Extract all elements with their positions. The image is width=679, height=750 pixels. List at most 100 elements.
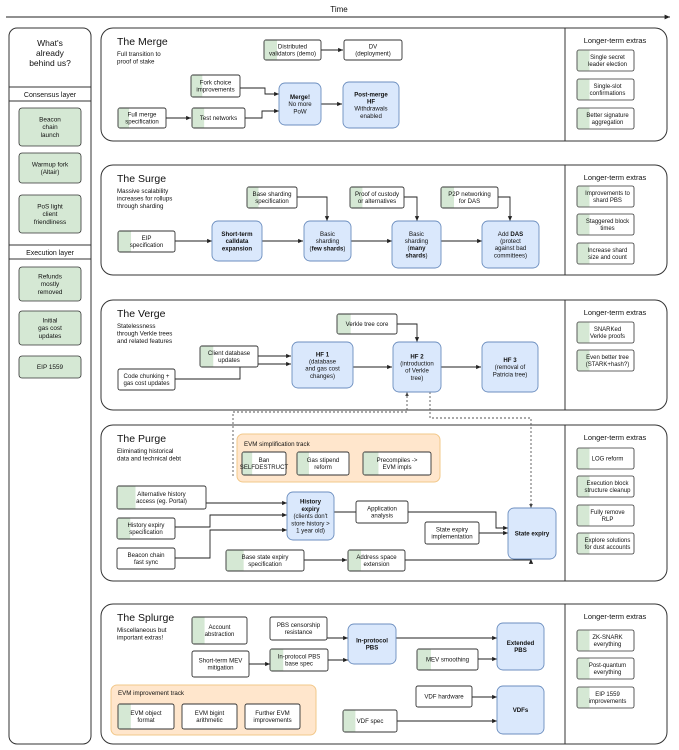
text-line: improvements [196,87,234,94]
text-line: mostly [41,281,60,288]
text-line: (Altair) [41,169,60,176]
node-mevsmooth: MEV smoothing [416,648,479,671]
text-line: MEV smoothing [426,657,469,664]
text-line: State expiry [515,531,550,538]
text-line: Precompiles -> [377,457,418,464]
text-line: History [300,499,322,506]
text-line: resistance [285,629,313,636]
text-line: implementation [431,534,472,541]
text-line: size and count [588,255,627,261]
text-line: Short-term MEV [199,658,244,665]
text-line: of Verkle [405,368,429,375]
text-line: improvements [253,717,291,724]
text-line: launch [41,132,60,139]
text-line: everything [594,642,622,648]
text-line: specification [129,529,163,536]
text-line: Beacon chain [128,552,165,559]
text-line: EIP 1559 [595,692,620,698]
text-line: arithmetic [196,717,222,724]
text-line: Short-term [221,231,253,238]
text-line: Refunds [38,274,62,281]
node-testnets: Test networks [191,107,246,129]
text-line: (database [309,359,337,366]
text-line: State expiry [436,527,469,534]
text-line: changes) [310,373,335,380]
text-line: DV [369,44,378,51]
node-label: Test networks [200,115,237,122]
text-line: HF [367,99,375,106]
text-line: specification [255,198,289,205]
text-line: EVM bigint [195,710,225,717]
text-line: Address space [356,554,397,561]
text-line: SNARKed [594,327,621,333]
text-line: specification [130,242,164,249]
text-line: 1 year old) [296,528,325,535]
section-title-the-verge: The Verge [117,308,166,320]
text-line: sharding [316,238,339,245]
text-line: shards) [405,252,427,259]
text-line: and gas cost [305,366,340,373]
text-line: Verkle proofs [590,334,625,340]
consensus-item-label: Warmup fork(Altair) [32,161,69,176]
text-line: Staggered block [586,219,630,225]
text-line: fast sync [134,559,158,566]
node-dv: DV(deployment) [343,39,403,61]
node-label: State expiry [515,531,550,538]
text-line: (clients don't [293,513,327,520]
text-line: enabled [360,113,382,120]
text-line: times [600,226,614,232]
text-line: expansion [222,245,252,252]
text-line: PoW [293,108,306,115]
section-title-the-surge: The Surge [117,173,166,185]
text-line: Extended [507,640,535,647]
text-line: Basic [320,231,335,238]
track-label: EVM improvement track [118,690,185,697]
text-line: ZK-SNARK [592,635,622,641]
text-line: Alternative history [137,491,186,498]
track-label: EVM simplification track [244,441,311,448]
text-line: Patricia tree) [493,371,528,378]
text-line: format [137,717,155,724]
text-line: or alternatives [358,198,396,205]
text-line: Base state expiry [242,554,290,561]
section-title-the-purge: The Purge [117,433,166,445]
execution-header: Execution layer [26,250,75,257]
extra-item-label: LOG reform [592,457,624,463]
execution-item-label: EIP 1559 [37,364,64,371]
